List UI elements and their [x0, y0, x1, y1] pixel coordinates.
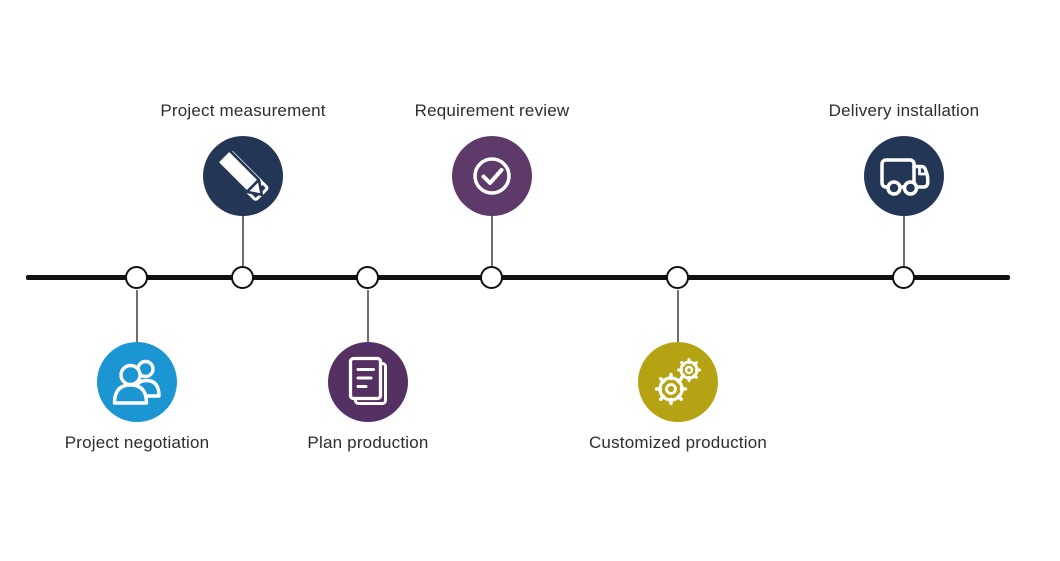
- step-badge-project-measurement: [203, 136, 283, 216]
- step-label-delivery-installation: Delivery installation: [828, 101, 980, 120]
- step-badge-project-negotiation: [97, 342, 177, 422]
- connector-requirement-review: [491, 216, 493, 266]
- connector-project-negotiation: [136, 290, 138, 342]
- truck-icon: [880, 158, 930, 196]
- connector-delivery-installation: [903, 216, 905, 266]
- timeline-node: [231, 266, 254, 289]
- ruler-pencil-icon: [216, 149, 269, 201]
- connector-plan-production: [367, 290, 369, 342]
- step-circle: [864, 136, 944, 216]
- timeline-node: [892, 266, 915, 289]
- step-label-project-negotiation: Project negotiation: [64, 433, 210, 452]
- step-badge-requirement-review: [452, 136, 532, 216]
- document-icon: [348, 356, 387, 405]
- step-circle: [452, 136, 532, 216]
- step-label-requirement-review: Requirement review: [414, 101, 570, 120]
- timeline-node: [480, 266, 503, 289]
- step-badge-delivery-installation: [864, 136, 944, 216]
- step-label-project-measurement: Project measurement: [160, 101, 326, 120]
- timeline-node: [125, 266, 148, 289]
- people-icon: [112, 359, 161, 405]
- connector-project-measurement: [242, 216, 244, 266]
- step-badge-customized-production: [638, 342, 718, 422]
- step-label-customized-production: Customized production: [588, 433, 768, 452]
- step-badge-plan-production: [328, 342, 408, 422]
- step-label-plan-production: Plan production: [307, 433, 429, 452]
- timeline-line: [26, 275, 1010, 280]
- check-circle-icon: [473, 157, 511, 195]
- gears-icon: [654, 358, 701, 406]
- connector-customized-production: [677, 290, 679, 342]
- timeline-node: [666, 266, 689, 289]
- timeline-node: [356, 266, 379, 289]
